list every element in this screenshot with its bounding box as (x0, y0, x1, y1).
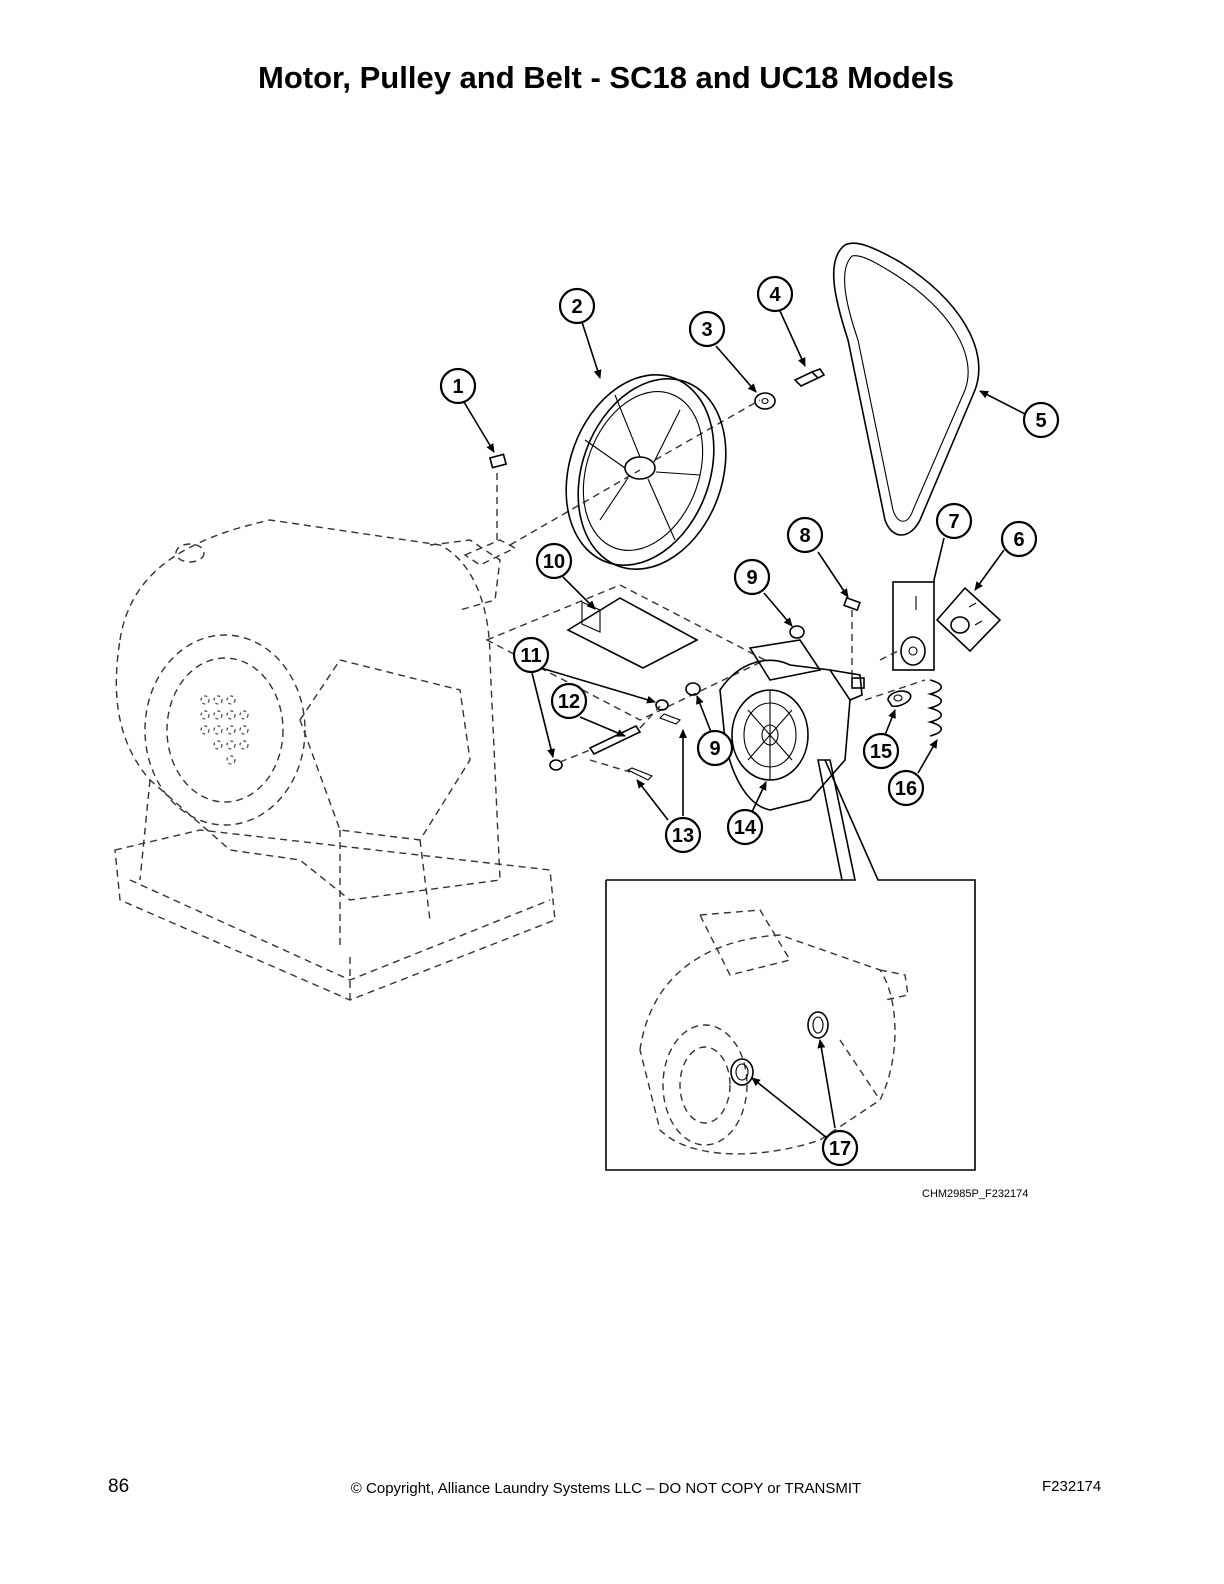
callout-9-upper: 9 (733, 558, 771, 596)
callout-label: 3 (701, 319, 712, 341)
callout-8: 8 (786, 516, 824, 554)
spring-part (864, 679, 943, 737)
drive-pulley (565, 374, 727, 570)
callout-label: 16 (895, 778, 917, 800)
callout-9-lower: 9 (696, 729, 734, 767)
callout-5: 5 (1022, 401, 1060, 439)
callout-label: 11 (520, 645, 541, 667)
key-part (488, 453, 508, 469)
callout-label: 9 (746, 567, 757, 589)
callout-label: 5 (1035, 410, 1046, 432)
callout-label: 2 (571, 296, 582, 318)
callout-1: 1 (439, 367, 477, 405)
motor-pulley-box (879, 581, 935, 671)
callout-16: 16 (887, 769, 925, 807)
drum-shaft (463, 399, 761, 566)
leader-lines (463, 310, 1026, 1139)
callout-12: 12 (550, 682, 588, 720)
callout-label: 8 (799, 525, 810, 547)
machine-frame-ghost (114, 519, 556, 1001)
page-title: Motor, Pulley and Belt - SC18 and UC18 M… (258, 60, 954, 95)
bushing-upper (789, 625, 805, 639)
page-number: 86 (108, 1476, 130, 1497)
bushing-lower (685, 682, 701, 696)
clip-part (887, 690, 912, 708)
callout-label: 6 (1013, 529, 1024, 551)
callout-17: 17 (821, 1129, 859, 1167)
callout-label: 4 (769, 284, 781, 306)
callout-label: 13 (672, 825, 694, 847)
callout-label: 14 (734, 817, 757, 839)
callout-11: 11 (512, 636, 550, 674)
callout-label: 1 (452, 376, 463, 398)
callout-label: 7 (948, 511, 959, 533)
inset-bearing-detail (605, 759, 976, 1171)
callout-label: 17 (829, 1138, 851, 1160)
callout-7: 7 (935, 502, 973, 540)
callout-label: 15 (870, 741, 892, 763)
pulley-hub-box (935, 586, 1002, 653)
callout-4: 4 (756, 275, 794, 313)
callout-14: 14 (726, 808, 764, 846)
motor-key (843, 596, 861, 680)
callout-3: 3 (688, 310, 726, 348)
callout-label: 10 (543, 551, 565, 573)
callout-2: 2 (558, 287, 596, 325)
copyright-notice: © Copyright, Alliance Laundry Systems LL… (350, 1480, 862, 1497)
callout-13: 13 (664, 816, 702, 854)
callout-15: 15 (862, 732, 900, 770)
document-number: F232174 (1042, 1478, 1102, 1495)
washer-part (754, 392, 776, 410)
figure-code: CHM2985P_F232174 (922, 1188, 1029, 1200)
bolt-part (793, 368, 826, 387)
drive-motor (719, 639, 865, 811)
drive-belt (832, 242, 980, 536)
callout-6: 6 (1000, 520, 1038, 558)
callout-label: 9 (709, 738, 720, 760)
callout-10: 10 (535, 542, 573, 580)
callout-label: 12 (558, 691, 580, 713)
